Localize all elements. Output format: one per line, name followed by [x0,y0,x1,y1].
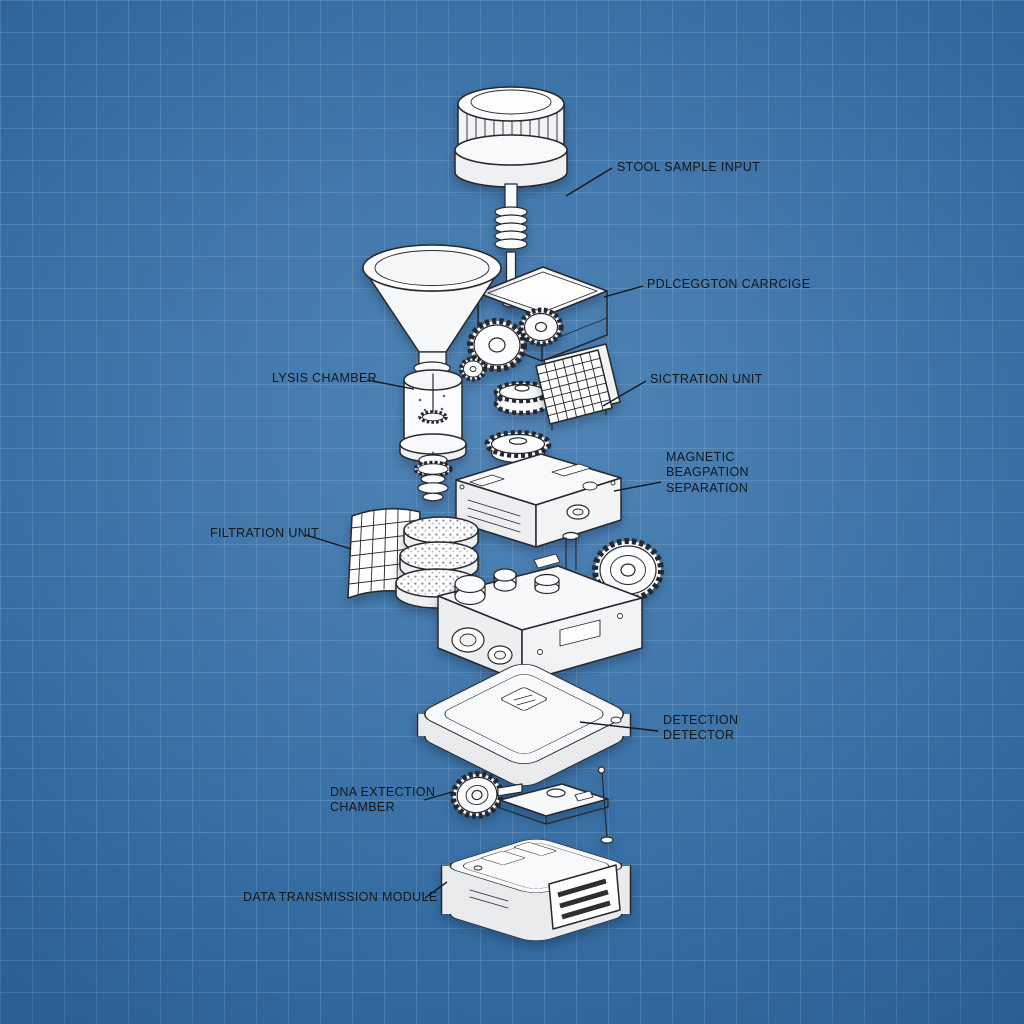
part-mesh-plate [535,343,621,431]
leader-lines [305,167,662,899]
vent-lines [467,499,521,533]
leader-processing-cartridge [603,285,644,298]
spur-gear-small [518,307,564,347]
leader-transmission [424,881,448,899]
leader-sictration-unit [602,380,647,407]
label-detection-detector: DETECTION DETECTOR [663,713,739,743]
label-data-transmission-module: DATA TRANSMISSION MODULE [243,890,438,904]
label-processing-cartridge: PDLCEGGTON CARRCIGE [647,277,811,291]
extraction-gear [450,771,504,819]
leader-extraction [423,791,453,801]
part-magnetic-separation-box [455,430,622,548]
label-lysis-chamber: LYSIS CHAMBER [272,371,378,385]
leader-detection [579,721,659,732]
part-threaded-stem [494,183,528,308]
part-lysis-chamber [399,369,467,502]
part-bead-disc-stack [395,516,479,609]
label-filtration-unit: FILTRATION UNIT [210,526,319,540]
part-funnel [362,244,502,375]
leader-magnetic-separation [613,481,662,492]
label-sictration-unit: SICTRATION UNIT [650,372,763,386]
leader-filtration-unit [305,534,352,550]
part-sample-cap [454,86,568,188]
leader-lysis-chamber [366,379,415,390]
spur-gear-large [467,318,527,372]
display-panel [548,864,621,930]
coupler-ring-stack [413,451,453,502]
label-dna-extraction-chamber: DNA EXTECTION CHAMBER [330,785,436,815]
vent-lines-front [469,889,509,909]
part-pump-assembly [437,531,664,683]
pinion-gear [459,356,487,382]
antenna [597,766,614,844]
label-magnetic-bead-separation: MAGNETIC BEAGPATION SEPARATION [666,450,749,495]
gear-stack [493,380,551,416]
part-detection-slab [416,664,632,786]
vertical-pipe [562,531,580,573]
label-stool-sample-input: STOOL SAMPLE INPUT [617,160,761,174]
agitator-gear [418,410,448,424]
mesh-grid [537,351,611,423]
part-extraction-assembly [450,771,609,825]
part-transmission-module [440,766,632,941]
piston-cylinders [454,568,560,606]
leader-stool-sample-input [565,167,613,197]
